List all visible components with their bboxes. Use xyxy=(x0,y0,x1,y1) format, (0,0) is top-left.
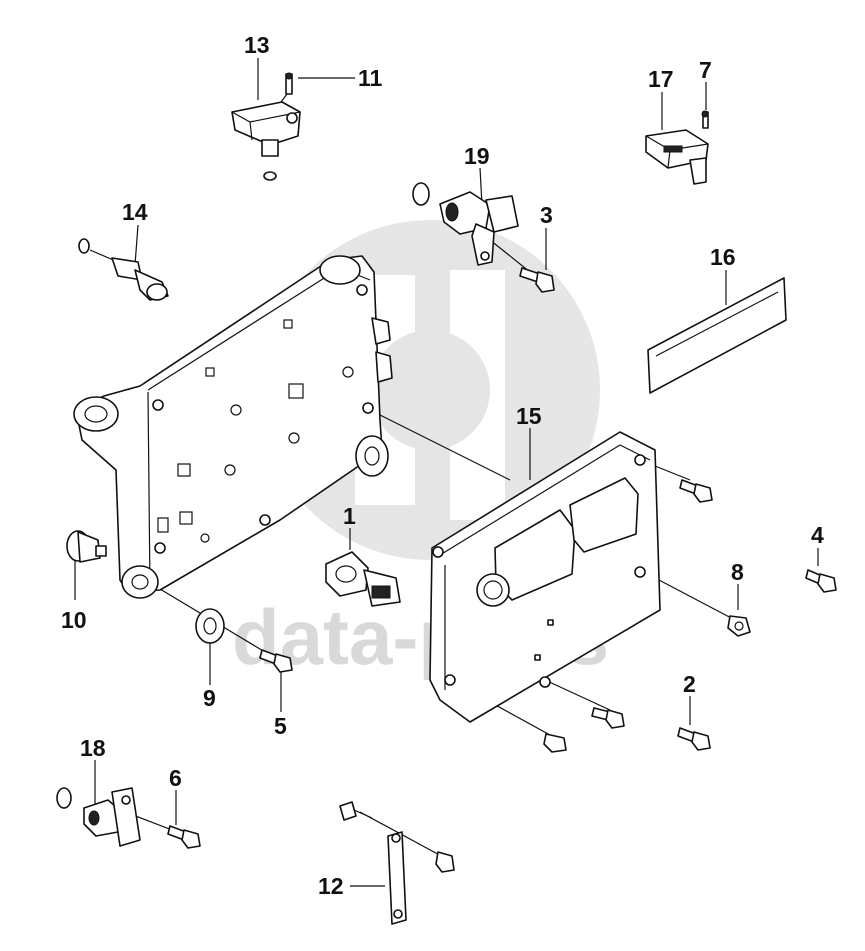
callout-8: 8 xyxy=(731,559,744,585)
part-12-ground-strap xyxy=(339,801,455,925)
ecu-bolts xyxy=(543,479,713,753)
part-11-screw xyxy=(285,72,293,95)
mounting-plate xyxy=(73,255,393,599)
part-5-bolt xyxy=(259,649,293,673)
part-18-sensor xyxy=(56,787,141,847)
callout-12: 12 xyxy=(318,873,344,899)
callout-3: 3 xyxy=(540,202,553,228)
callout-9: 9 xyxy=(203,685,216,711)
part-9-spacer xyxy=(195,608,225,644)
callout-17: 17 xyxy=(648,66,674,92)
callout-2: 2 xyxy=(683,671,696,697)
callout-18: 18 xyxy=(80,735,106,761)
callout-13: 13 xyxy=(244,32,270,58)
part-7-screw xyxy=(701,110,709,129)
callout-5: 5 xyxy=(274,713,287,739)
part-4-bolt xyxy=(805,569,837,593)
part-16-label-plate xyxy=(647,277,787,394)
callout-6: 6 xyxy=(169,765,182,791)
part-3-bolt xyxy=(519,267,555,293)
part-17-connector xyxy=(645,129,709,185)
part-1-sensor xyxy=(325,551,401,607)
callout-14: 14 xyxy=(122,199,148,225)
callout-16: 16 xyxy=(710,244,736,270)
part-10-plug xyxy=(66,530,107,563)
callout-19: 19 xyxy=(464,143,490,169)
part-14-temp-sensor xyxy=(78,238,169,301)
callout-15: 15 xyxy=(516,403,542,429)
part-6-bolt xyxy=(167,825,201,849)
part-15-ecu xyxy=(429,431,661,723)
part-8-nut xyxy=(727,615,751,637)
callouts: 13 11 14 19 3 17 7 16 15 1 4 8 10 9 5 2 … xyxy=(61,32,824,899)
callout-1: 1 xyxy=(343,503,356,529)
callout-7: 7 xyxy=(699,57,712,83)
callout-4: 4 xyxy=(811,522,824,548)
callout-11: 11 xyxy=(358,65,383,91)
part-19-sensor xyxy=(412,182,519,266)
part-13-map-sensor xyxy=(231,101,301,181)
callout-10: 10 xyxy=(61,607,87,633)
part-2-bolt xyxy=(677,727,711,751)
